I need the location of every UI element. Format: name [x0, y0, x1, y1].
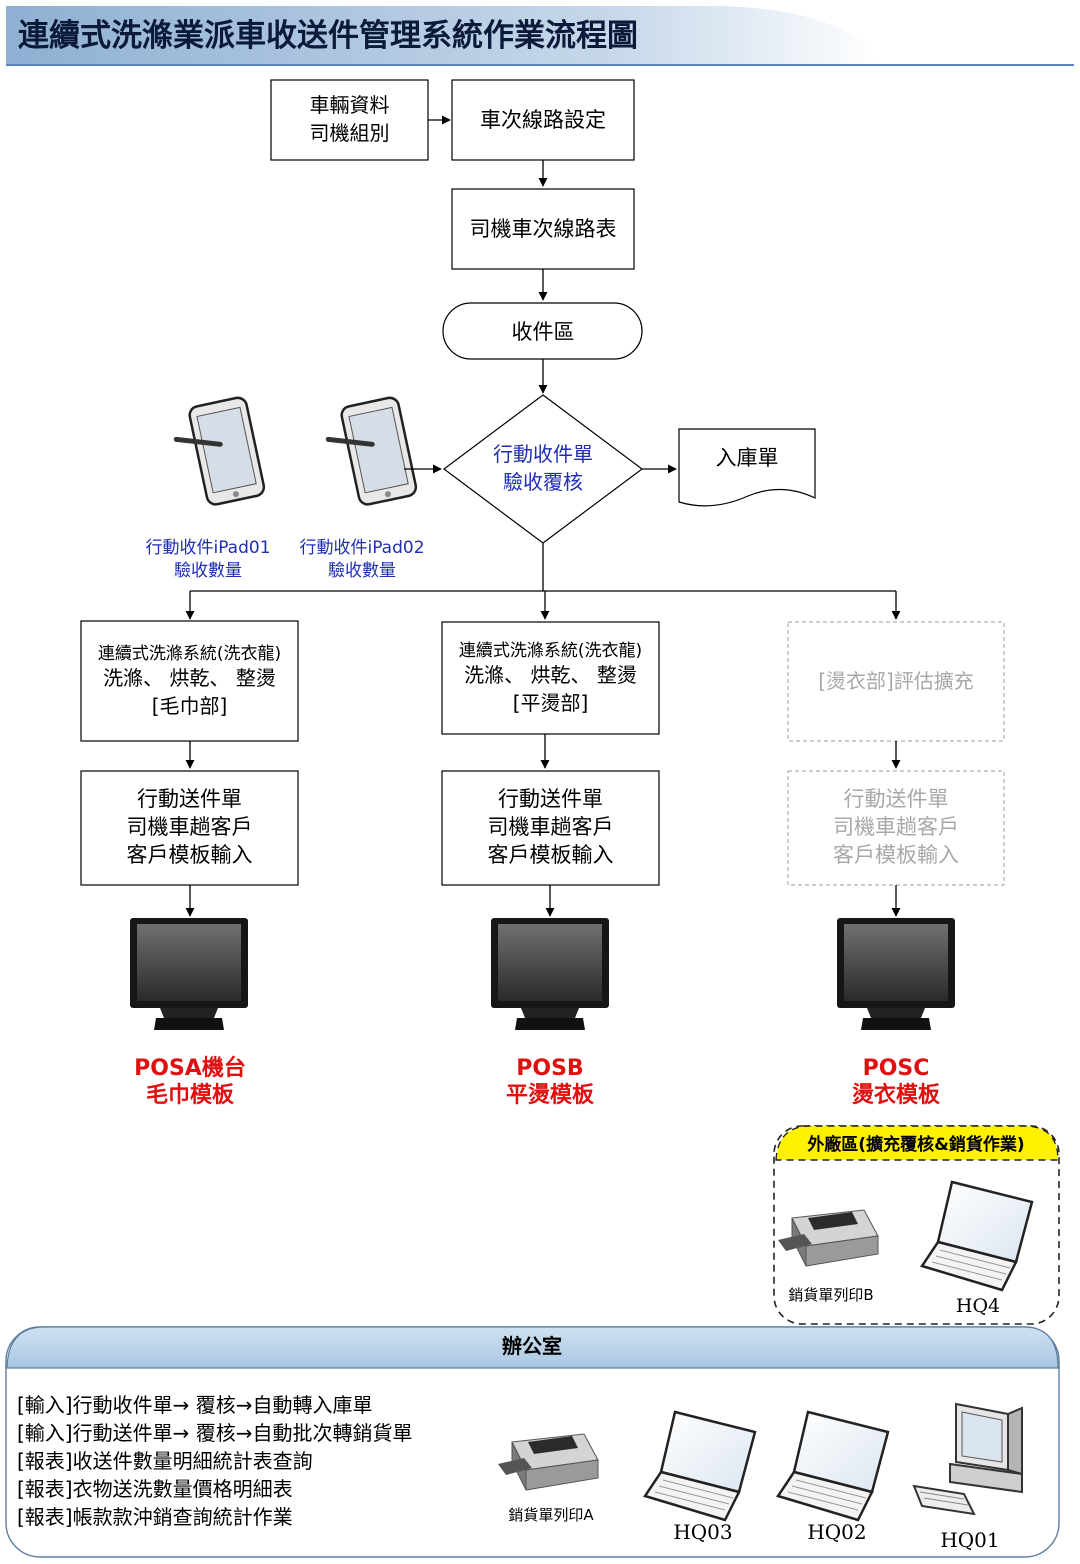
- printer-icon: [778, 1209, 879, 1267]
- delivery-c-line1: 行動送件單: [844, 787, 949, 811]
- tablet-icon: [325, 396, 418, 506]
- title-banner: 連續式洗滌業派車收送件管理系統作業流程圖: [6, 6, 1074, 66]
- pos-terminal-icon: [837, 918, 955, 1030]
- wash-system-c-box: [燙衣部]評估擴充: [787, 621, 1005, 742]
- laptop-icon: [776, 1410, 890, 1522]
- office-title: 辦公室: [502, 1334, 562, 1358]
- office-item: [輸入]行動收件單→ 覆核→自動轉入庫單: [17, 1393, 372, 1417]
- ipad02: 行動收件iPad02 驗收數量: [299, 396, 425, 581]
- verify-line2: 驗收覆核: [503, 470, 583, 494]
- delivery-b-line1: 行動送件單: [498, 787, 603, 811]
- delivery-c-box: 行動送件單 司機車趟客戶 客戶模板輸入: [787, 770, 1005, 886]
- delivery-c-line3: 客戶模板輸入: [833, 843, 959, 867]
- wash-a-line2: 洗滌、 烘乾、 整燙: [103, 666, 276, 690]
- route-table-label: 司機車次線路表: [470, 217, 617, 241]
- wash-system-b-box: 連續式洗滌系統(洗衣龍) 洗滌、 烘乾、 整燙 [平燙部]: [441, 621, 660, 735]
- delivery-b-line3: 客戶模板輸入: [488, 843, 614, 867]
- posb-line2: 平燙模板: [506, 1083, 595, 1108]
- delivery-a-box: 行動送件單 司機車趟客戶 客戶模板輸入: [80, 770, 299, 886]
- posc-label: POSC 燙衣模板: [852, 1056, 941, 1108]
- pos-terminal-icon: [491, 918, 609, 1030]
- office-item: [報表]衣物送洗數量價格明細表: [17, 1477, 293, 1501]
- posb-line1: POSB: [516, 1056, 583, 1081]
- device-hq02-label: HQ02: [807, 1520, 866, 1544]
- posc-line1: POSC: [863, 1056, 930, 1081]
- wash-b-line3: [平燙部]: [513, 691, 589, 715]
- wash-system-a-box: 連續式洗滌系統(洗衣龍) 洗滌、 烘乾、 整燙 [毛巾部]: [80, 620, 299, 742]
- office-function-list: [輸入]行動收件單→ 覆核→自動轉入庫單 [輸入]行動送件單→ 覆核→自動批次轉…: [17, 1393, 412, 1529]
- vehicle-data-box: 車輛資料 司機組別: [270, 79, 429, 161]
- printer-b-label: 銷貨單列印B: [788, 1286, 873, 1304]
- wash-b-line1: 連續式洗滌系統(洗衣龍): [459, 641, 642, 661]
- route-setting-box: 車次線路設定: [451, 79, 635, 161]
- route-setting-label: 車次線路設定: [480, 108, 606, 132]
- wash-c-label: [燙衣部]評估擴充: [818, 669, 974, 693]
- ipad02-label: 行動收件iPad02: [299, 538, 424, 558]
- vehicle-data-line2: 司機組別: [310, 121, 390, 145]
- outsource-area: 外廠區(擴充覆核&銷貨作業) 銷貨單列印B HQ4: [773, 1125, 1060, 1325]
- route-table-box: 司機車次線路表: [451, 188, 635, 270]
- desktop-computer-icon: [912, 1402, 1023, 1516]
- posb-label: POSB 平燙模板: [506, 1056, 595, 1108]
- laptop-hq4-label: HQ4: [956, 1295, 1000, 1317]
- office-area: 辦公室 [輸入]行動收件單→ 覆核→自動轉入庫單 [輸入]行動送件單→ 覆核→自…: [5, 1326, 1060, 1558]
- ipad01-label: 行動收件iPad01: [145, 538, 270, 558]
- device-hq03-label: HQ03: [673, 1520, 732, 1544]
- warehouse-slip-label: 入庫單: [716, 446, 779, 470]
- posa-line2: 毛巾模板: [146, 1083, 235, 1108]
- pos-terminal-icon: [130, 918, 248, 1030]
- wash-b-line2: 洗滌、 烘乾、 整燙: [464, 663, 637, 687]
- laptop-icon: [643, 1410, 757, 1522]
- receive-area-label: 收件區: [512, 320, 575, 344]
- office-item: [輸入]行動送件單→ 覆核→自動批次轉銷貨單: [17, 1421, 412, 1445]
- page-title: 連續式洗滌業派車收送件管理系統作業流程圖: [18, 18, 638, 54]
- posa-line1: POSA機台: [134, 1055, 246, 1081]
- branch-connector: [185, 543, 901, 620]
- office-item: [報表]收送件數量明細統計表查詢: [17, 1449, 313, 1473]
- ipad02-sublabel: 驗收數量: [328, 561, 396, 581]
- printer-icon: [498, 1433, 599, 1491]
- delivery-b-line2: 司機車趟客戶: [488, 815, 614, 839]
- vehicle-data-line1: 車輛資料: [310, 93, 390, 117]
- receive-area-terminator: 收件區: [442, 302, 643, 360]
- posa-label: POSA機台 毛巾模板: [134, 1055, 246, 1108]
- printer-a-label: 銷貨單列印A: [508, 1506, 594, 1524]
- ipad01: 行動收件iPad01 驗收數量: [145, 396, 271, 581]
- verify-decision: 行動收件單 驗收覆核: [442, 394, 644, 544]
- verify-line1: 行動收件單: [493, 442, 593, 466]
- wash-a-line3: [毛巾部]: [152, 694, 228, 718]
- outsource-title: 外廠區(擴充覆核&銷貨作業): [807, 1134, 1024, 1155]
- warehouse-slip-document: 入庫單: [678, 428, 816, 507]
- laptop-icon: [920, 1180, 1034, 1292]
- wash-a-line1: 連續式洗滌系統(洗衣龍): [98, 644, 281, 664]
- ipad01-sublabel: 驗收數量: [174, 561, 242, 581]
- office-item: [報表]帳款款沖銷查詢統計作業: [17, 1505, 293, 1529]
- posc-line2: 燙衣模板: [852, 1082, 941, 1108]
- delivery-c-line2: 司機車趟客戶: [833, 815, 959, 839]
- delivery-a-line3: 客戶模板輸入: [127, 843, 253, 867]
- delivery-a-line2: 司機車趟客戶: [127, 815, 253, 839]
- delivery-a-line1: 行動送件單: [137, 787, 242, 811]
- tablet-icon: [173, 396, 266, 506]
- device-hq01-label: HQ01: [940, 1528, 999, 1552]
- delivery-b-box: 行動送件單 司機車趟客戶 客戶模板輸入: [441, 770, 660, 886]
